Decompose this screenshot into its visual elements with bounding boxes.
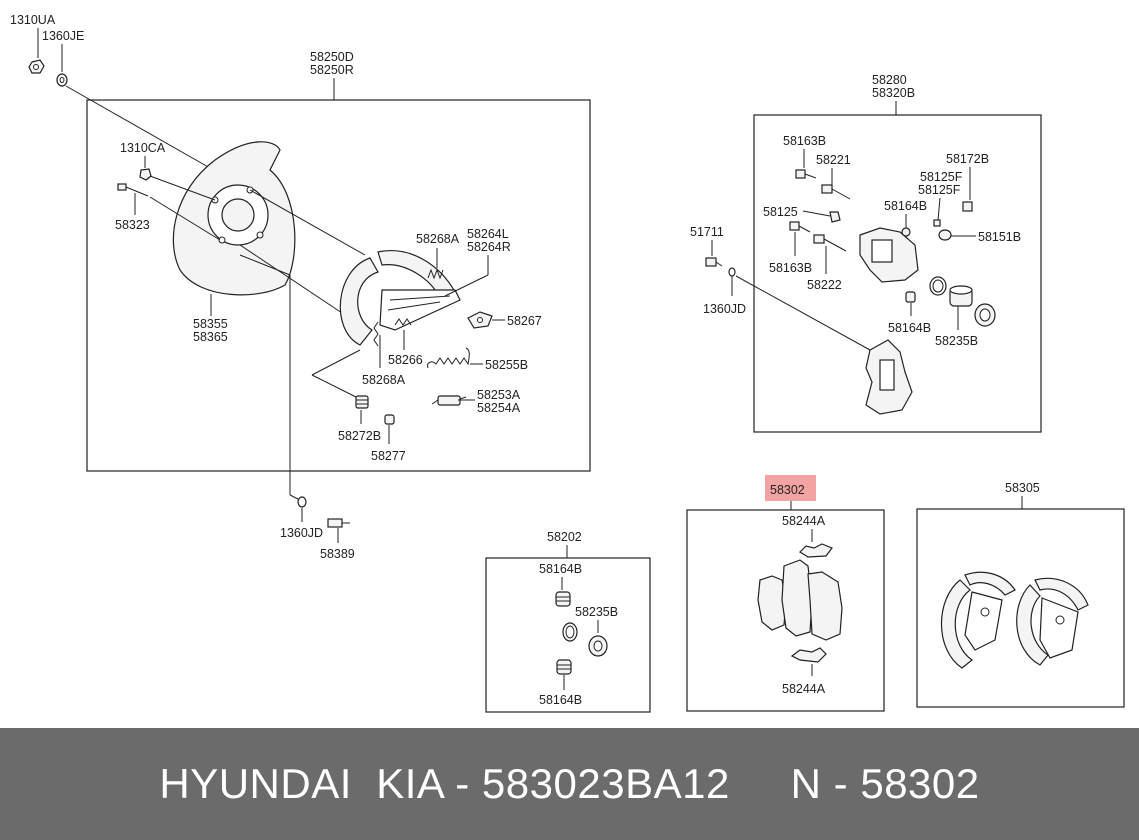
label-58277[interactable]: 58277 bbox=[371, 449, 406, 463]
part-number-caption: HYUNDAI KIA - 583023BA12 N - 58302 bbox=[159, 760, 980, 807]
cap-58172B bbox=[962, 201, 973, 212]
clip-58244A-top bbox=[799, 543, 833, 558]
caliper-assembly-box bbox=[753, 114, 1042, 433]
label-58302[interactable]: 58302 bbox=[770, 483, 805, 497]
label-58163B-bot[interactable]: 58163B bbox=[769, 261, 812, 275]
label-58235B-right[interactable]: 58235B bbox=[935, 334, 978, 348]
brake-pad-outer bbox=[807, 571, 843, 641]
label-58264L[interactable]: 58264L bbox=[467, 227, 509, 241]
bolt-58389 bbox=[327, 518, 350, 528]
label-58389[interactable]: 58389 bbox=[320, 547, 355, 561]
label-58267[interactable]: 58267 bbox=[507, 314, 542, 328]
seal-kit bbox=[562, 622, 578, 642]
label-51711[interactable]: 51711 bbox=[690, 225, 724, 239]
boot-58164B-kit-bot bbox=[556, 659, 572, 675]
repair-kit-box bbox=[485, 557, 651, 713]
brake-shoe-right bbox=[1016, 577, 1089, 666]
label-58305[interactable]: 58305 bbox=[1005, 481, 1040, 495]
label-58172B[interactable]: 58172B bbox=[946, 152, 989, 166]
seal-ring bbox=[929, 276, 947, 296]
nut-58164B-mid bbox=[905, 291, 916, 303]
label-58163B-top[interactable]: 58163B bbox=[783, 134, 826, 148]
label-1310CA[interactable]: 1310CA bbox=[120, 141, 166, 155]
label-58164B-kit-bot[interactable]: 58164B bbox=[539, 693, 582, 707]
spring-58255B bbox=[427, 347, 470, 369]
caliper-body bbox=[859, 227, 919, 283]
pin-58222 bbox=[813, 234, 847, 252]
label-58164B-kit-top[interactable]: 58164B bbox=[539, 562, 582, 576]
parts-diagram: 1310UA 1360JE 58250D 58250R 1310CA 58323… bbox=[10, 13, 1125, 713]
label-58202[interactable]: 58202 bbox=[547, 530, 582, 544]
label-58264R[interactable]: 58264R bbox=[467, 240, 511, 254]
label-58254A[interactable]: 58254A bbox=[477, 401, 521, 415]
label-1360JE[interactable]: 1360JE bbox=[42, 29, 84, 43]
pad-kit-box bbox=[686, 509, 885, 712]
label-58320B[interactable]: 58320B bbox=[872, 86, 915, 100]
label-58164B-mid[interactable]: 58164B bbox=[888, 321, 931, 335]
label-58255B[interactable]: 58255B bbox=[485, 358, 528, 372]
clip-58244A-bot bbox=[790, 647, 827, 663]
bleeder-58125F bbox=[933, 219, 941, 227]
label-58365[interactable]: 58365 bbox=[193, 330, 228, 344]
plate-58267 bbox=[467, 311, 493, 329]
boot-58235B-kit bbox=[588, 635, 608, 657]
label-1360JD-left[interactable]: 1360JD bbox=[280, 526, 323, 540]
washer-1360JD-right bbox=[728, 267, 736, 277]
spring-58268A-top bbox=[427, 268, 444, 280]
label-58250D[interactable]: 58250D bbox=[310, 50, 354, 64]
label-58268A-top[interactable]: 58268A bbox=[416, 232, 460, 246]
spring-58266 bbox=[394, 318, 412, 326]
bolt-58323 bbox=[117, 183, 149, 197]
boot-58235B bbox=[974, 303, 996, 327]
label-58244A-top[interactable]: 58244A bbox=[782, 514, 826, 528]
label-58266[interactable]: 58266 bbox=[388, 353, 423, 367]
highlight-58302 bbox=[765, 475, 816, 501]
label-58250R[interactable]: 58250R bbox=[310, 63, 354, 77]
nut-1310UA bbox=[28, 59, 45, 74]
bolt-51711 bbox=[705, 257, 723, 267]
caliper-bracket bbox=[865, 339, 913, 415]
label-58235B-kit[interactable]: 58235B bbox=[575, 605, 618, 619]
bolt-58163B-top bbox=[795, 169, 817, 179]
label-58272B[interactable]: 58272B bbox=[338, 429, 381, 443]
pin-58221 bbox=[821, 184, 851, 200]
cap-58125 bbox=[829, 211, 841, 223]
label-58253A[interactable]: 58253A bbox=[477, 388, 521, 402]
piston-58235B bbox=[949, 285, 973, 307]
adjuster-58253A bbox=[431, 395, 467, 406]
spring-58268A-bot bbox=[373, 321, 379, 347]
bleeder-58151B bbox=[938, 229, 952, 241]
boot-58164B-kit-top bbox=[555, 591, 571, 607]
label-58268A-bot[interactable]: 58268A bbox=[362, 373, 406, 387]
label-58125F-b[interactable]: 58125F bbox=[918, 183, 961, 197]
label-1360JD-right[interactable]: 1360JD bbox=[703, 302, 746, 316]
label-1310UA[interactable]: 1310UA bbox=[10, 13, 56, 27]
parking-brake-shoe bbox=[339, 250, 461, 346]
label-58151B[interactable]: 58151B bbox=[978, 230, 1021, 244]
spring-58272B bbox=[355, 395, 369, 409]
label-58280[interactable]: 58280 bbox=[872, 73, 907, 87]
label-58221[interactable]: 58221 bbox=[816, 153, 851, 167]
label-58244A-bot[interactable]: 58244A bbox=[782, 682, 826, 696]
brake-pad-inner bbox=[757, 575, 787, 631]
brake-shoe-left bbox=[940, 571, 1016, 669]
label-58323[interactable]: 58323 bbox=[115, 218, 150, 232]
washer-1360JE bbox=[56, 73, 68, 87]
label-58355[interactable]: 58355 bbox=[193, 317, 228, 331]
brake-pad-center bbox=[781, 559, 813, 637]
washer-1360JD-left bbox=[297, 496, 307, 508]
nut-1310CA bbox=[139, 168, 152, 181]
backing-plate bbox=[172, 141, 296, 296]
footer-bar: HYUNDAI KIA - 583023BA12 N - 58302 bbox=[0, 728, 1139, 840]
cup-58277 bbox=[384, 414, 395, 425]
label-58125F-a[interactable]: 58125F bbox=[920, 170, 963, 184]
label-58164B-top[interactable]: 58164B bbox=[884, 199, 927, 213]
shoe-kit-box bbox=[916, 508, 1125, 708]
bolt-58163B-bot bbox=[789, 221, 811, 233]
label-58125[interactable]: 58125 bbox=[763, 205, 798, 219]
label-58222[interactable]: 58222 bbox=[807, 278, 842, 292]
rear-brake-assembly-box bbox=[86, 99, 591, 472]
